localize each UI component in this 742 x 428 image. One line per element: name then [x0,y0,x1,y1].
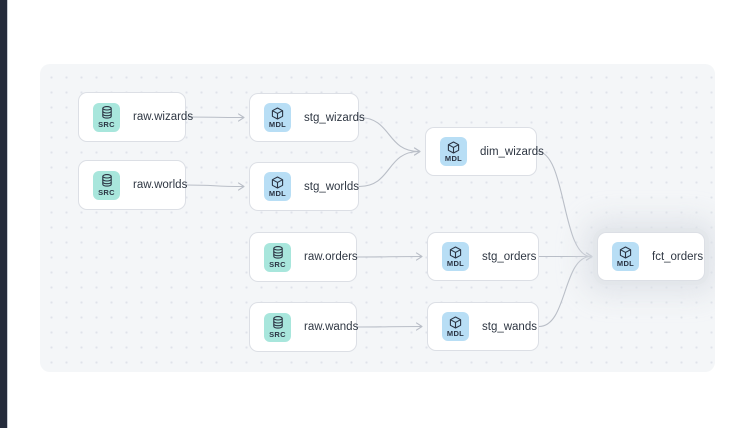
node-type-badge-src: SRC [93,170,120,200]
node-type-label: MDL [268,189,287,198]
node-type-label: SRC [269,259,286,269]
database-icon [101,106,113,119]
graph-edge-stg_wizards-to-dim_wizards [358,116,420,153]
node-type-badge-mdl: MDL [442,312,469,341]
graph-edge-arrowhead [415,252,423,261]
node-type-label: MDL [444,154,463,163]
database-icon [101,174,113,187]
cube-icon [449,245,462,259]
graph-edge-stg_wands-to-fct_orders [538,255,592,328]
node-type-label: MDL [268,120,287,129]
node-type-label: MDL [616,259,635,268]
node-label: stg_wands [482,320,537,333]
node-label: dim_wizards [480,145,544,158]
graph-edge-raw_orders-to-stg_orders [356,255,422,258]
graph-edge-arrowhead [237,113,245,122]
cube-icon [271,175,284,189]
graph-node-raw_wands[interactable]: SRC raw.wands [249,302,359,352]
node-type-badge-src: SRC [264,242,291,272]
node-label: raw.orders [304,251,358,263]
database-icon [272,316,284,329]
left-rail-divider [7,0,8,428]
graph-edge-dim_wizards-to-fct_orders [536,150,592,258]
graph-edge-raw_wands-to-stg_wands [356,325,422,328]
graph-edges-layer [185,113,593,331]
left-rail [0,0,7,428]
node-label: raw.wands [304,321,359,333]
node-type-badge-mdl: MDL [264,172,291,201]
graph-node-stg_orders[interactable]: MDL stg_orders [427,232,539,281]
graph-edge-arrowhead [585,252,593,261]
node-type-badge-mdl: MDL [264,103,291,132]
graph-edge-stg_worlds-to-dim_wizards [358,150,420,188]
node-label: raw.worlds [133,179,188,191]
node-type-badge-mdl: MDL [440,137,467,166]
cube-icon [271,106,284,120]
node-type-label: MDL [446,329,465,338]
graph-edge-arrowhead [237,182,245,191]
database-icon [272,246,284,259]
node-label: stg_wizards [304,111,365,124]
graph-edge-arrowhead [413,147,421,156]
node-type-label: MDL [446,259,465,268]
node-label: fct_orders [652,250,704,263]
graph-edge-raw_wizards-to-stg_wizards [185,116,244,119]
graph-node-dim_wizards[interactable]: MDL dim_wizards [425,127,544,176]
cube-icon [619,245,632,259]
node-type-label: SRC [98,119,115,129]
node-type-badge-src: SRC [264,312,291,342]
node-type-badge-mdl: MDL [442,242,469,271]
graph-node-stg_wizards[interactable]: MDL stg_wizards [249,93,365,142]
graph-node-raw_wizards[interactable]: SRC raw.wizards [78,92,193,142]
graph-node-stg_worlds[interactable]: MDL stg_worlds [249,162,359,211]
node-type-label: SRC [269,329,286,339]
graph-edge-arrowhead [415,322,423,331]
node-type-label: SRC [98,187,115,197]
node-label: stg_orders [482,250,537,263]
node-label: stg_worlds [304,180,359,193]
node-label: raw.wizards [133,111,194,123]
graph-node-raw_orders[interactable]: SRC raw.orders [249,232,358,282]
graph-node-raw_worlds[interactable]: SRC raw.worlds [78,160,188,210]
graph-node-fct_orders[interactable]: MDL fct_orders [597,232,705,281]
node-type-badge-mdl: MDL [612,242,639,271]
cube-icon [447,140,460,154]
graph-edge-raw_worlds-to-stg_worlds [185,184,244,188]
cube-icon [449,315,462,329]
graph-node-stg_wands[interactable]: MDL stg_wands [427,302,539,351]
node-type-badge-src: SRC [93,102,120,132]
